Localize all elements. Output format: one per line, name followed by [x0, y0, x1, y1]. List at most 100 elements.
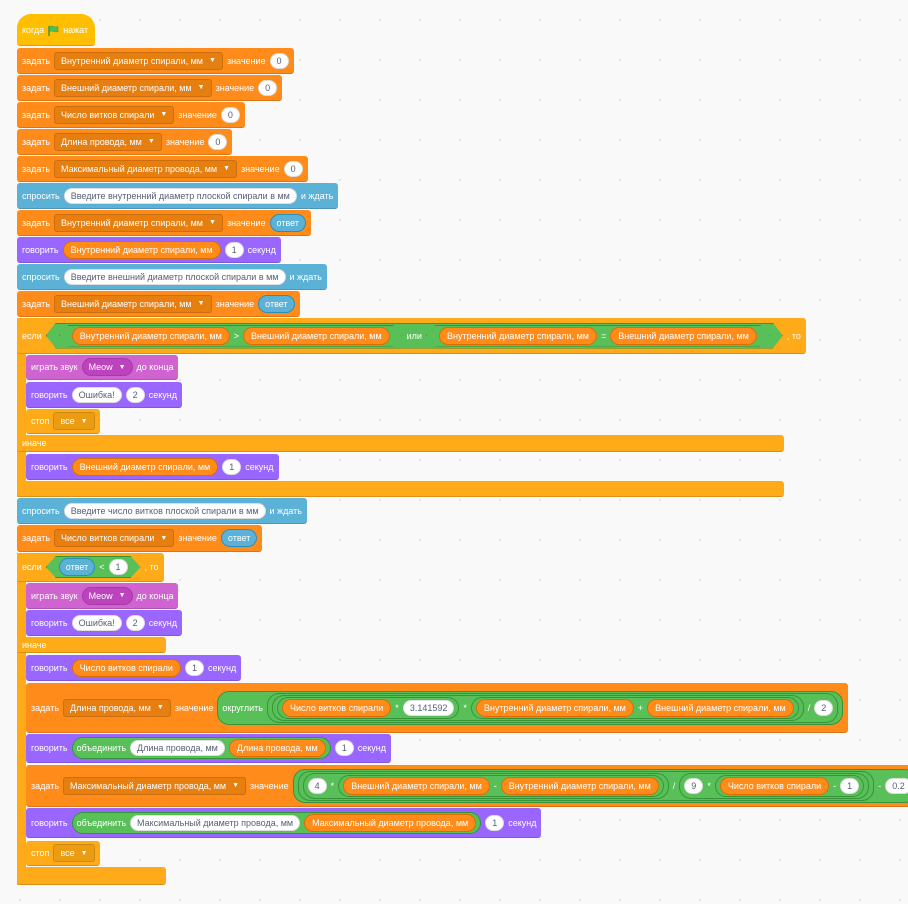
- answer-reporter[interactable]: ответ: [269, 213, 306, 232]
- text-input[interactable]: Максимальный диаметр провода, мм: [130, 814, 301, 831]
- variable-reporter[interactable]: Внутренний диаметр спирали, мм: [439, 327, 597, 345]
- sound-dropdown[interactable]: Meow▼: [81, 586, 133, 605]
- stop-option-dropdown[interactable]: все▼: [53, 412, 95, 430]
- number-input[interactable]: 1: [109, 559, 128, 575]
- number-input[interactable]: 4: [307, 777, 327, 794]
- variable-dropdown[interactable]: Максимальный диаметр провода, мм▼: [63, 776, 247, 795]
- number-input[interactable]: 0: [283, 160, 303, 177]
- control-block[interactable]: иначе: [17, 637, 166, 653]
- operator-reporter[interactable]: 4*Внешний диаметр спирали, мм-Внутренний…: [302, 772, 669, 799]
- answer-reporter[interactable]: ответ: [220, 529, 258, 547]
- number-input[interactable]: 1: [485, 814, 505, 831]
- variable-reporter[interactable]: Внутренний диаметр спирали, мм: [475, 698, 634, 717]
- text-input[interactable]: Длина провода, мм: [130, 740, 225, 756]
- number-input[interactable]: 9: [684, 777, 704, 794]
- number-input[interactable]: 0.2: [885, 777, 908, 794]
- number-input[interactable]: 2: [814, 699, 834, 716]
- number-input[interactable]: 0: [208, 133, 228, 150]
- control-block[interactable]: [17, 481, 784, 497]
- answer-reporter[interactable]: ответ: [59, 558, 95, 576]
- text-input[interactable]: Введите число витков плоской спирали в м…: [63, 502, 266, 519]
- variable-dropdown[interactable]: Длина провода, мм▼: [63, 698, 171, 717]
- variable-reporter[interactable]: Длина провода, мм: [228, 739, 326, 757]
- operator-reporter[interactable]: 4*Внешний диаметр спирали, мм-Внутренний…: [297, 770, 875, 801]
- stop-option-dropdown[interactable]: все▼: [53, 844, 95, 862]
- operator-reporter[interactable]: Внешний диаметр спирали, мм-Внутренний д…: [338, 774, 664, 797]
- boolean-condition[interactable]: Внутренний диаметр спирали, мм>Внешний д…: [59, 325, 403, 347]
- operator-reporter[interactable]: 4*Внешний диаметр спирали, мм-Внутренний…: [292, 768, 908, 803]
- variable-dropdown[interactable]: Внешний диаметр спирали, мм▼: [54, 294, 212, 313]
- number-input[interactable]: 0: [220, 106, 240, 123]
- variable-dropdown[interactable]: Максимальный диаметр провода, мм▼: [54, 159, 238, 178]
- number-input[interactable]: 2: [125, 614, 145, 631]
- number-input[interactable]: 1: [840, 777, 860, 794]
- variable-dropdown[interactable]: Внутренний диаметр спирали, мм▼: [54, 51, 223, 70]
- variable-dropdown[interactable]: Число витков спирали▼: [54, 105, 175, 124]
- operator-reporter[interactable]: 9*Число витков спирали-1: [679, 772, 870, 799]
- number-input[interactable]: 0: [269, 52, 289, 69]
- variable-dropdown[interactable]: Длина провода, мм▼: [54, 132, 162, 151]
- operator-reporter[interactable]: Число витков спирали*3.141592*Внутренний…: [266, 692, 839, 723]
- operator-reporter[interactable]: Внутренний диаметр спирали, мм+Внешний д…: [470, 696, 799, 719]
- variable-dropdown[interactable]: Число витков спирали▼: [54, 529, 175, 547]
- control-block[interactable]: иначе: [17, 435, 784, 452]
- number-input[interactable]: 0: [258, 79, 278, 96]
- number-input[interactable]: 1: [222, 458, 242, 475]
- variable-reporter[interactable]: Внутренний диаметр спирали, мм: [62, 240, 221, 259]
- variable-reporter[interactable]: Внутренний диаметр спирали, мм: [500, 776, 659, 795]
- boolean-condition[interactable]: Внутренний диаметр спирали, мм=Внешний д…: [426, 325, 770, 347]
- variable-dropdown[interactable]: Внутренний диаметр спирали, мм▼: [54, 213, 223, 232]
- number-input[interactable]: 2: [125, 386, 145, 403]
- variable-reporter[interactable]: Внешний диаметр спирали, мм: [647, 698, 794, 717]
- variable-reporter[interactable]: Внешний диаметр спирали, мм: [343, 776, 490, 795]
- variable-reporter[interactable]: Внешний диаметр спирали, мм: [71, 457, 219, 476]
- number-input[interactable]: 3.141592: [402, 699, 455, 716]
- text-input[interactable]: Ошибка!: [71, 386, 122, 403]
- boolean-condition[interactable]: ответ<1: [46, 556, 141, 578]
- operator-reporter[interactable]: Число витков спирали-1: [714, 774, 865, 797]
- variable-reporter[interactable]: Внутренний диаметр спирали, мм: [72, 327, 230, 345]
- variable-reporter[interactable]: Число витков спирали: [71, 658, 181, 677]
- variable-reporter[interactable]: Число витков спирали: [281, 698, 392, 717]
- variable-reporter[interactable]: Число витков спирали: [719, 776, 830, 795]
- variable-reporter[interactable]: Максимальный диаметр провода, мм: [304, 813, 477, 832]
- control-block[interactable]: [17, 867, 166, 885]
- number-input[interactable]: 1: [184, 659, 204, 676]
- boolean-condition[interactable]: Внутренний диаметр спирали, мм>Внешний д…: [46, 323, 783, 349]
- variable-dropdown[interactable]: Внешний диаметр спирали, мм▼: [54, 78, 212, 97]
- operator-reporter[interactable]: Число витков спирали*3.141592: [276, 696, 460, 719]
- answer-reporter[interactable]: ответ: [258, 294, 295, 313]
- number-input[interactable]: 1: [334, 740, 354, 756]
- text-input[interactable]: Введите внешний диаметр плоской спирали …: [63, 268, 286, 285]
- variable-reporter[interactable]: Внешний диаметр спирали, мм: [610, 327, 757, 345]
- operator-reporter[interactable]: Число витков спирали*3.141592*Внутренний…: [271, 694, 804, 721]
